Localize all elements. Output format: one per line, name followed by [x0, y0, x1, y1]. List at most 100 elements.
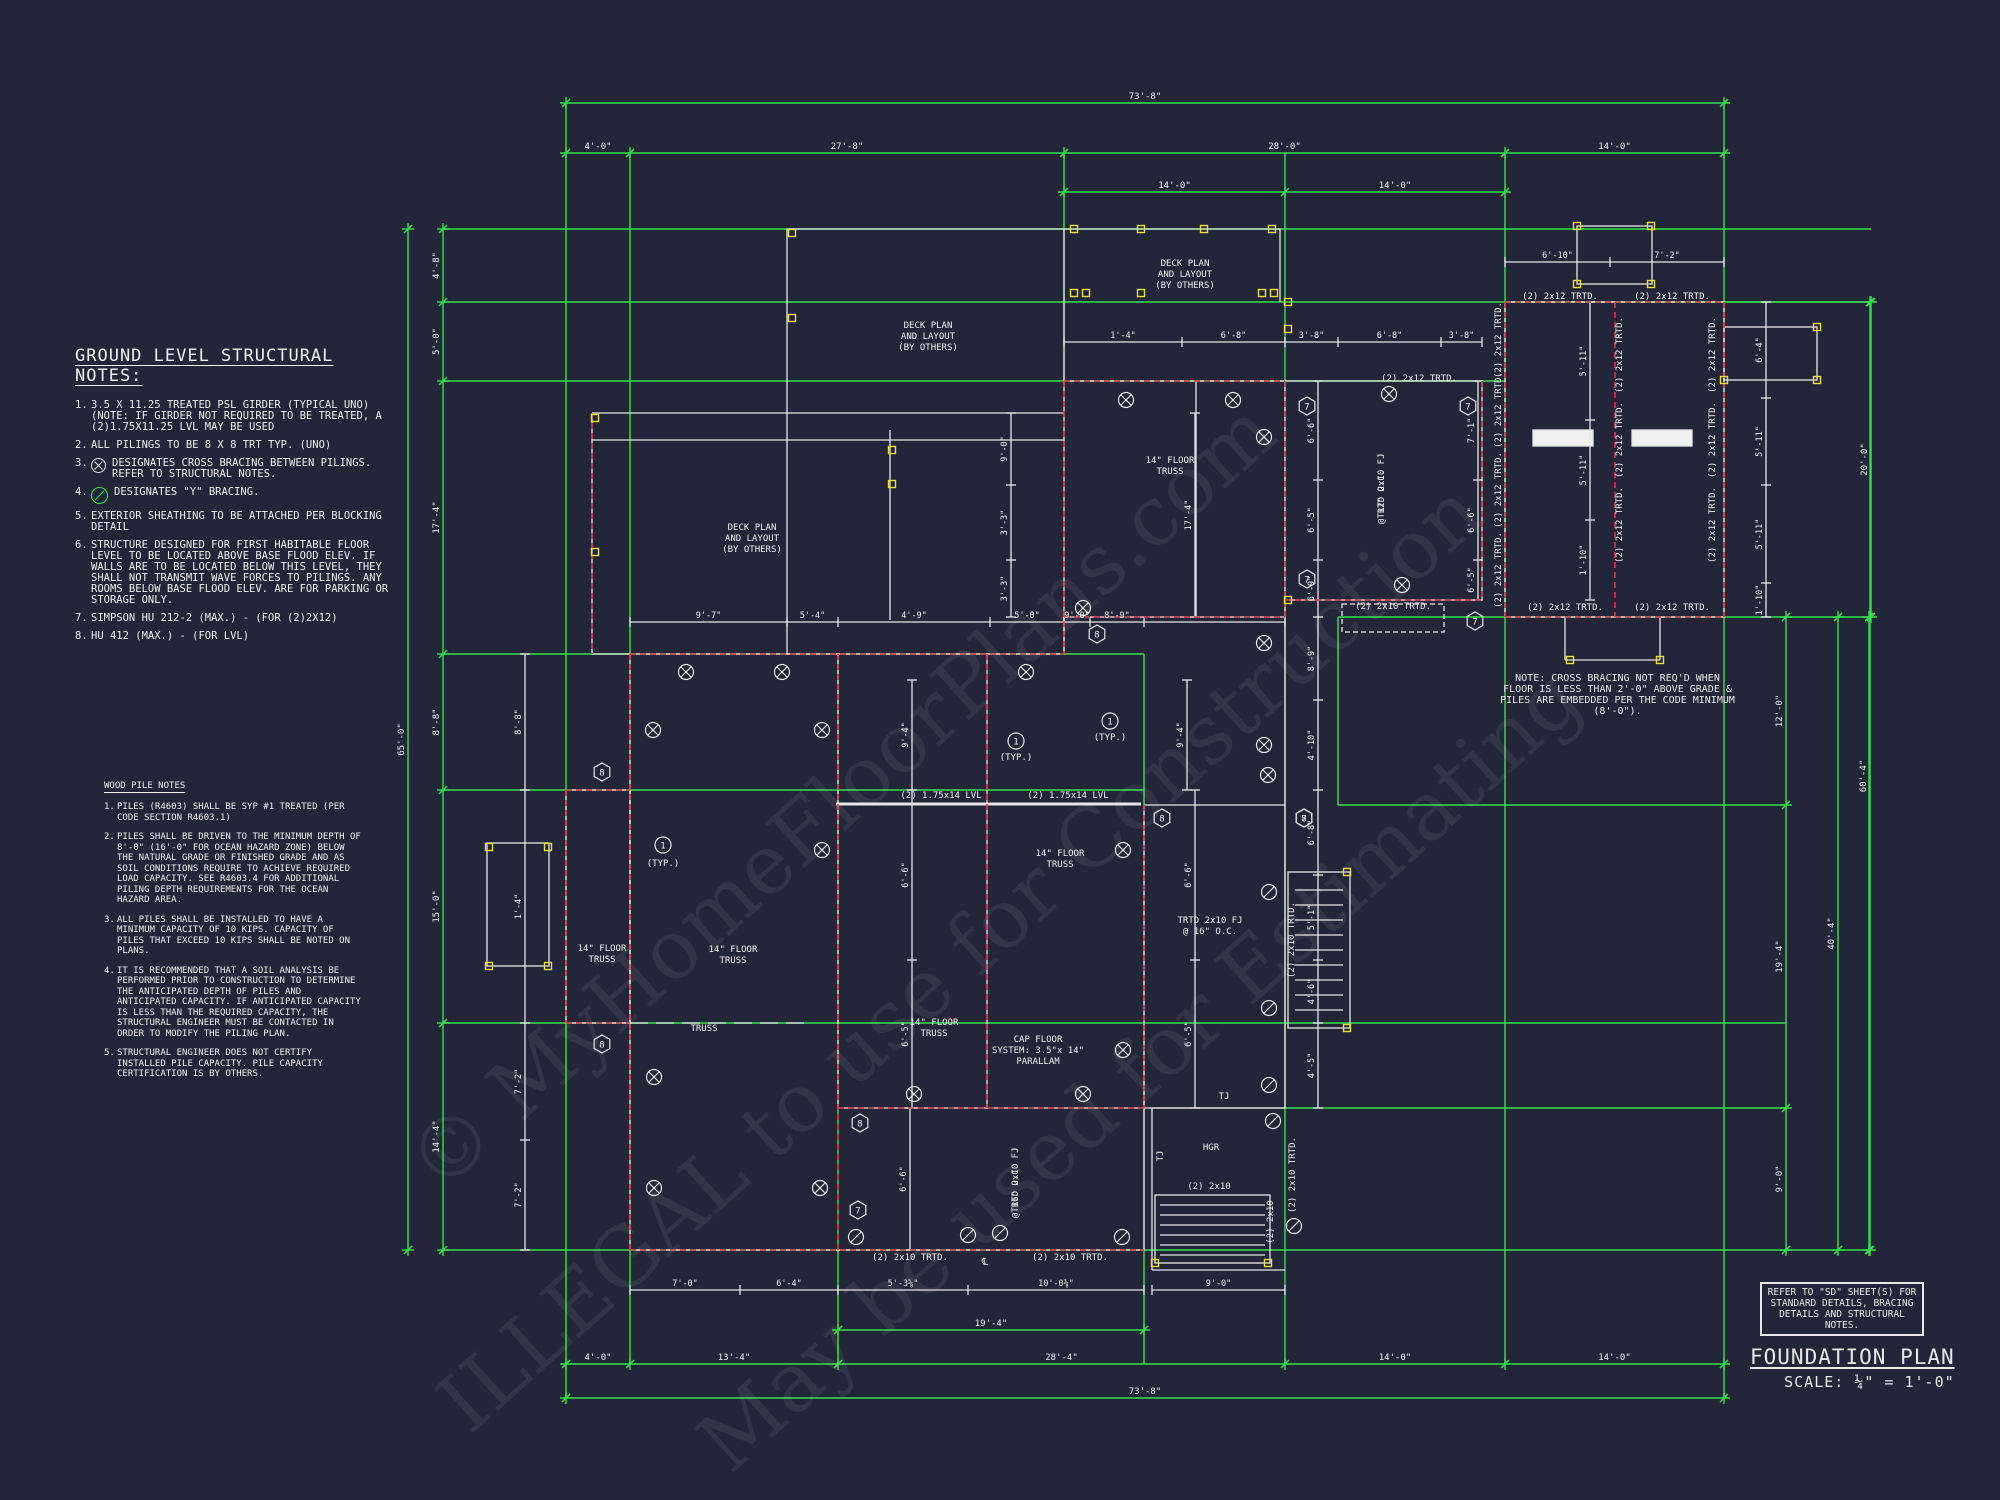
- plan-label: TRTD 2x10 FJ: [1377, 453, 1387, 518]
- y-bracing-stroke: [1263, 1002, 1275, 1014]
- dimension-label: 10'-0⅜": [1038, 1279, 1074, 1289]
- plan-label: (2) 2x12 TRTD.: [1708, 402, 1718, 478]
- plan-label: AND LAYOUT: [901, 332, 956, 342]
- dimension-label: 9'-0": [1775, 1165, 1785, 1192]
- pile-marker: [1572, 221, 1582, 231]
- ground-level-structural-notes: GROUND LEVEL STRUCTURAL NOTES: 1.3.5 x 1…: [75, 346, 395, 649]
- pile-marker: [1812, 375, 1822, 385]
- cross-bracing-stroke: [816, 844, 828, 856]
- interior-stair: [1154, 1194, 1271, 1264]
- plan-label: @ 16" O.C.: [1011, 1164, 1021, 1218]
- dimension-tick: [403, 224, 413, 234]
- garage-room-outline: [1285, 380, 1483, 601]
- pile-marker: [1263, 1258, 1273, 1268]
- dimension-label: 73'-8": [1129, 92, 1162, 102]
- plan-label: (2) 2x10: [1266, 1200, 1276, 1243]
- dimension-label: 6'-9": [1307, 576, 1317, 602]
- dimension-label: 4'-0": [584, 1353, 611, 1363]
- pile-marker: [1267, 224, 1277, 234]
- dimension-label: 19'-4": [1775, 940, 1785, 973]
- dimension-label: 6'-5": [901, 1021, 911, 1047]
- dimension-label: 13'-4": [718, 1353, 751, 1363]
- cross-bracing-stroke: [816, 724, 828, 736]
- dimension-label: 5'-11": [1755, 519, 1765, 550]
- dimension-label: 6'-6": [1307, 418, 1317, 444]
- cross-bracing-icon: [91, 458, 106, 473]
- pile-markers: [484, 221, 1822, 1268]
- plan-label: (2) 2x12 TRTD.: [1522, 292, 1598, 302]
- ground-note: 7.SIMPSON HU 212-2 (MAX.) - (FOR (2)2x12…: [75, 612, 338, 624]
- dimension-label: 12'-0": [1775, 695, 1785, 728]
- detail-tag: 7: [1301, 815, 1306, 825]
- plan-scale: SCALE: ¼" = 1'-0": [1784, 1373, 1955, 1391]
- dimension-label: 40'-4": [1827, 917, 1837, 950]
- plan-label: (2) 2x12 TRTD.: [1615, 317, 1625, 393]
- y-bracing-stroke: [850, 1231, 862, 1243]
- pile-marker: [1150, 1258, 1160, 1268]
- detail-tag: 7: [855, 1207, 860, 1217]
- detail-tag-icon: [849, 1200, 867, 1220]
- dimension-label: 4'-5": [1307, 1053, 1317, 1079]
- dimension-label: 8'-9": [1104, 611, 1130, 621]
- dimension-label: 3'-8": [1449, 331, 1475, 341]
- cross-bracing-stroke: [1077, 602, 1089, 614]
- plan-label: DECK PLAN: [904, 321, 953, 331]
- pile-marker: [1283, 595, 1293, 605]
- plan-label: HGR: [1203, 1143, 1220, 1153]
- y-bracing-icon: [1260, 999, 1278, 1017]
- detail-tag: 8: [1159, 815, 1164, 825]
- plan-label: 14" FLOOR: [578, 944, 627, 954]
- plan-label: TRUSS: [588, 955, 615, 965]
- dimension-label: 6'-5": [1307, 507, 1317, 533]
- dimension-label: 17'-4": [432, 501, 442, 534]
- pile-marker: [1136, 288, 1146, 298]
- upper-deck-line: [787, 228, 1065, 381]
- dimension-label: 4'-9": [901, 611, 927, 621]
- section-tag-icon: [1101, 712, 1119, 730]
- detail-tag-icon: [1088, 624, 1106, 644]
- dimension-label: 5'-11": [1755, 426, 1765, 457]
- dimension-label: 3'-3": [1000, 510, 1010, 536]
- detail-tag: 8: [599, 1041, 604, 1051]
- pile-marker: [1812, 322, 1822, 332]
- plan-label: AND LAYOUT: [1158, 270, 1213, 280]
- dimension-label: 6'-6": [899, 1166, 909, 1192]
- pile-marker: [1283, 297, 1293, 307]
- y-bracing-icon: [91, 487, 108, 504]
- plan-label: (2) 2x12 TRTD.: [1615, 402, 1625, 478]
- y-bracing-icon: [991, 1224, 1009, 1242]
- plan-label: (2) 2x10: [1187, 1182, 1230, 1192]
- y-bracing-stroke: [1263, 1079, 1275, 1091]
- dimension-label: 8'-9": [1307, 646, 1317, 672]
- dimension-label: 17'-4": [1184, 500, 1194, 531]
- dimension-label: 9'-4": [901, 722, 911, 748]
- plan-label: 14" FLOOR: [1146, 456, 1195, 466]
- dimension-label: 3'-8": [1299, 331, 1325, 341]
- cross-bracing-stroke: [1396, 579, 1408, 591]
- dimension-label: 14'-0": [1598, 1353, 1631, 1363]
- pile-marker: [1646, 279, 1656, 289]
- dimension-label: 6'-8": [1307, 820, 1317, 846]
- plan-label: (2) 2x10 TRTD.: [1032, 1253, 1108, 1263]
- detail-tag-icon: [1295, 808, 1313, 828]
- pile-marker: [887, 445, 897, 455]
- ground-notes-heading: GROUND LEVEL STRUCTURAL NOTES:: [75, 346, 334, 386]
- dimension-label: 7'-2": [1654, 251, 1680, 261]
- cross-bracing-stroke: [1227, 394, 1239, 406]
- plan-label: 14" FLOOR: [910, 1018, 959, 1028]
- dimension-label: 6'-4": [776, 1279, 802, 1289]
- pile-marker: [1069, 288, 1079, 298]
- plan-label: (2) 2x12 TRTD.: [1708, 487, 1718, 563]
- left-deck-pad: [486, 842, 550, 967]
- plan-label: DECK PLAN: [728, 523, 777, 533]
- detail-tag-icon: [593, 1034, 611, 1054]
- dimension-label: 9'-0": [1064, 611, 1090, 621]
- dimension-label: 6'-5": [1184, 1021, 1194, 1047]
- ground-note: 5.EXTERIOR SHEATHING TO BE ATTACHED PER …: [75, 510, 382, 533]
- plan-label: 14" FLOOR: [709, 945, 758, 955]
- cross-bracing-icon: [677, 663, 695, 681]
- pile-marker: [1719, 375, 1729, 385]
- dimension-label: 1'-10": [1579, 545, 1589, 576]
- plan-label: TRUSS: [1046, 860, 1073, 870]
- y-bracing-icon: [1285, 1217, 1303, 1235]
